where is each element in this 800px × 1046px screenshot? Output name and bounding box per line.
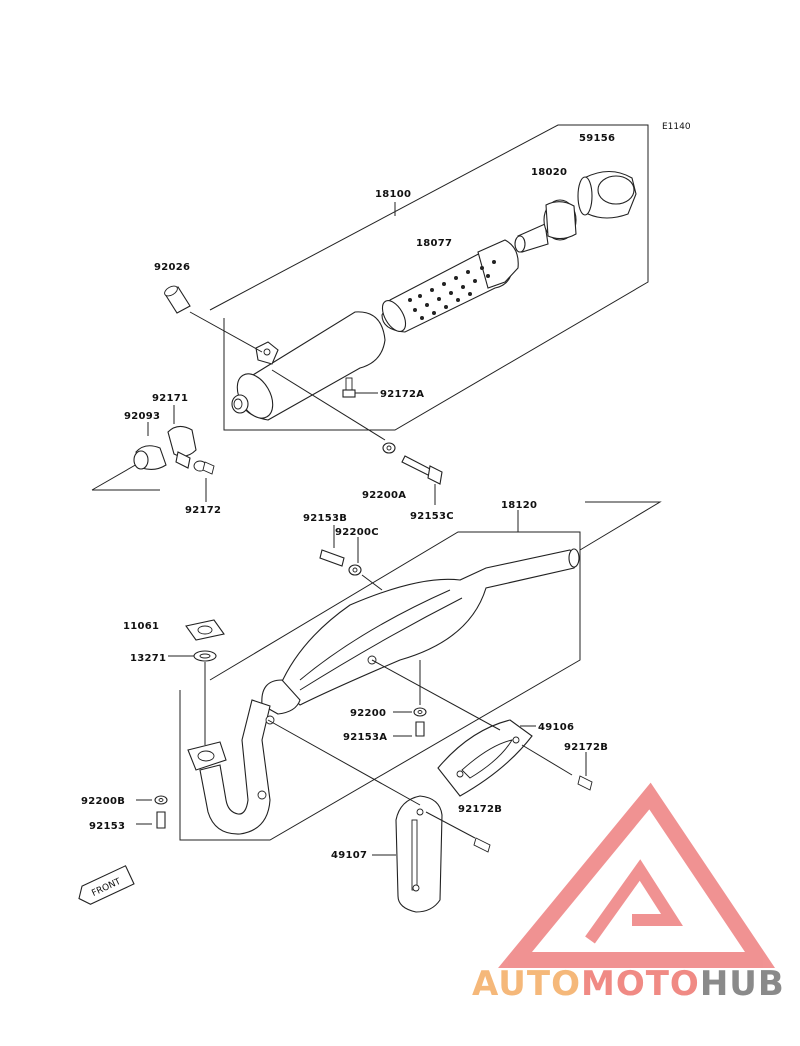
watermark-text: AUTOMOTOHUB [472,964,785,1004]
part-label-92200A: 92200A [362,490,406,501]
collar-92026 [164,285,263,353]
exhaust-pipe-frame [179,501,662,841]
part-label-49106: 49106 [538,722,574,733]
diagram-code: E1140 [662,122,691,132]
bolt-92153B [319,525,383,591]
part-label-92200C: 92200C [335,527,379,538]
part-label-49107: 49107 [331,850,367,861]
part-label-92153: 92153 [89,821,125,832]
watermark-word-moto: MOTO [581,964,700,1004]
part-label-13271: 13271 [130,653,166,664]
tail-pipe [514,199,577,253]
part-label-92153B: 92153B [303,513,347,524]
watermark-word-hub: HUB [700,964,785,1004]
part-label-18100: 18100 [375,189,411,200]
clamp-assembly [91,405,215,502]
expansion-chamber [261,548,580,715]
part-label-59156: 59156 [579,133,615,144]
bolt-92153 [136,795,168,829]
svg-text:AUTOMOTOHUB: AUTOMOTOHUB [472,964,785,1004]
gasket [168,619,225,745]
part-label-92172B: 92172B [564,742,608,753]
bolt-92153A [393,660,427,737]
heat-guard-49107 [267,719,491,913]
part-label-92200: 92200 [350,708,386,719]
bolt-92172A [342,377,378,398]
part-label-92200B: 92200B [81,796,125,807]
part-label-18120: 18120 [501,500,537,511]
part-label-92093: 92093 [124,411,160,422]
watermark-word-auto: AUTO [472,964,581,1004]
header-pipe [187,699,275,835]
part-label-92153C: 92153C [410,511,454,522]
part-label-11061: 11061 [123,621,159,632]
bolt-92153C [271,369,443,505]
part-label-92153A: 92153A [343,732,387,743]
part-label-18077: 18077 [416,238,452,249]
perforated-tube [381,239,519,333]
heat-guard-49106 [371,659,593,797]
end-cap [577,170,637,219]
part-labels: 59156 18020 18100 18077 92026 92172A 921… [81,133,615,861]
part-label-92172B-lower: 92172B [458,804,502,815]
part-label-92172: 92172 [185,505,221,516]
silencer-body [231,311,386,421]
part-label-92172A: 92172A [380,389,424,400]
part-label-92171: 92171 [152,393,188,404]
part-label-18020: 18020 [531,167,567,178]
watermark-logo [498,782,775,968]
part-label-92026: 92026 [154,262,190,273]
front-direction-arrow: FRONT [78,865,135,905]
muffler-assembly-frame [209,124,649,431]
